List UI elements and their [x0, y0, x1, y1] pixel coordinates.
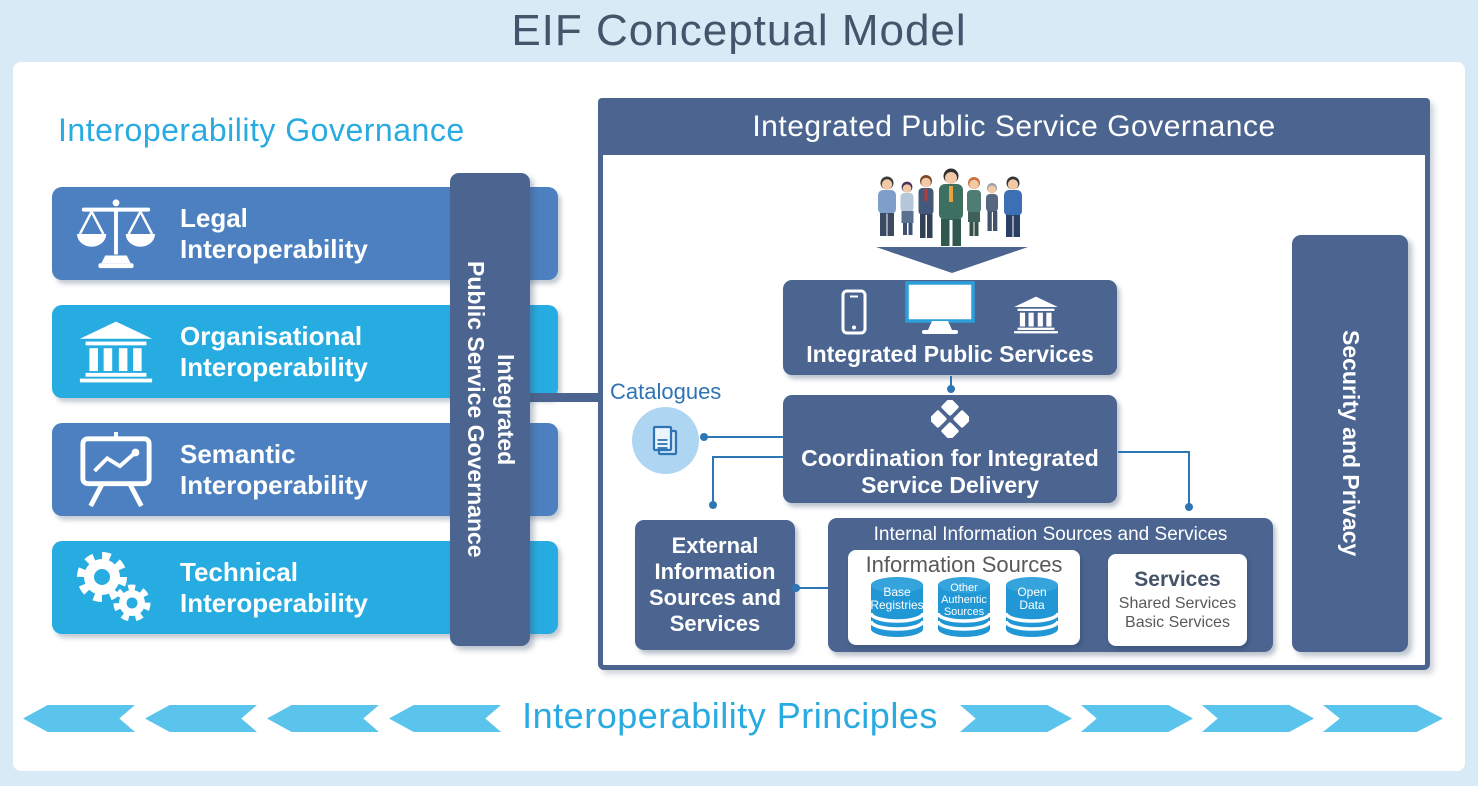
connector-line [798, 587, 828, 589]
coordination-box: Coordination for Integrated Service Deli… [783, 395, 1117, 503]
security-privacy-label: Security and Privacy [1337, 330, 1364, 557]
connector-line [706, 436, 783, 438]
connector-line [713, 456, 783, 458]
external-line1: External [671, 533, 759, 559]
governance-panel-connector [524, 393, 600, 402]
connector-dot [792, 584, 800, 592]
base-registries-database-icon: Base Registries [866, 575, 928, 639]
connector-line [1118, 451, 1189, 453]
external-line2: Information [654, 559, 776, 585]
external-information-sources-box: External Information Sources and Service… [635, 520, 795, 650]
block-label-line1: Technical [180, 557, 299, 588]
integrated-public-services-label: Integrated Public Services [806, 340, 1094, 367]
puzzle-icon [929, 398, 971, 443]
scales-icon [52, 195, 180, 273]
smartphone-icon [841, 289, 867, 340]
block-label: Technical Interoperability [180, 557, 368, 617]
vertical-bar-line1: Integrated [492, 353, 519, 466]
security-and-privacy-bar: Security and Privacy [1292, 235, 1408, 652]
cylinder-label: Other Authentic Sources [941, 582, 987, 618]
page-title: EIF Conceptual Model [511, 6, 967, 55]
chevron-right-icon [1081, 705, 1193, 732]
integrated-public-service-governance-bar: Integrated Public Service Governance [450, 173, 530, 646]
monitor-icon [905, 281, 975, 340]
open-data-database-icon: Open Data [1001, 575, 1063, 639]
external-box-label: External Information Sources and Service… [649, 533, 781, 637]
connector-dot [1185, 503, 1193, 511]
integrated-public-services-box: Integrated Public Services [783, 280, 1117, 375]
information-sources-heading: Information Sources [865, 552, 1063, 577]
cylinder-label: Base Registries [870, 585, 924, 612]
vertical-bar-line2: Public Service Governance [463, 261, 489, 558]
presentation-chart-icon [52, 431, 180, 508]
services-heading: Services [1134, 568, 1221, 592]
other-authentic-sources-database-icon: Other Authentic Sources [933, 575, 995, 639]
basic-services-item: Basic Services [1125, 613, 1230, 631]
block-label-line2: Interoperability [180, 351, 368, 382]
block-label-line1: Semantic [180, 439, 296, 470]
block-label-line2: Interoperability [180, 469, 368, 500]
interoperability-governance-heading: Interoperability Governance [58, 112, 465, 148]
block-label: Organisational Interoperability [180, 321, 368, 381]
shared-services-item: Shared Services [1118, 595, 1237, 613]
panel-header: Integrated Public Service Governance [598, 98, 1430, 155]
coordination-label: Coordination for Integrated Service Deli… [801, 445, 1099, 498]
vertical-bar-label: Integrated Public Service Governance [460, 261, 520, 558]
chevron-right-icon [1202, 705, 1314, 732]
block-label-line2: Interoperability [180, 587, 368, 618]
external-line4: Services [669, 610, 761, 636]
catalogues-icon [632, 407, 699, 474]
institution-icon [1013, 295, 1059, 340]
citizens-group-icon [868, 160, 1034, 253]
external-line3: Sources and [648, 585, 782, 610]
gears-icon [52, 549, 180, 627]
chevron-left-icon [389, 705, 501, 732]
interoperability-principles-label: Interoperability Principles [522, 695, 938, 736]
cylinder-label: Open Data [1017, 585, 1047, 612]
chevron-left-icon [23, 705, 135, 732]
connector-dot [709, 501, 717, 509]
block-label: Semantic Interoperability [180, 439, 368, 499]
services-box: Services Shared Services Basic Services [1108, 554, 1247, 646]
chevron-left-icon [267, 705, 379, 732]
catalogues-label: Catalogues [610, 379, 722, 404]
bank-icon [52, 320, 180, 384]
chevron-left-icon [145, 705, 257, 732]
block-label: Legal Interoperability [180, 203, 368, 263]
connector-line [1188, 451, 1190, 506]
device-icons [783, 281, 1117, 340]
block-label-line2: Interoperability [180, 233, 368, 264]
connector-dot [947, 385, 955, 393]
connector-line [712, 456, 714, 504]
block-label-line1: Legal [180, 203, 248, 234]
panel-header-title: Integrated Public Service Governance [752, 109, 1276, 143]
coordination-line1: Coordination for Integrated [801, 445, 1099, 472]
chevron-right-icon [960, 705, 1072, 732]
coordination-line2: Service Delivery [861, 471, 1039, 498]
connector-dot [700, 433, 708, 441]
block-label-line1: Organisational [180, 321, 363, 352]
chevron-right-icon [1323, 705, 1443, 732]
internal-box-title: Internal Information Sources and Service… [873, 524, 1228, 545]
connector-line [950, 376, 952, 388]
